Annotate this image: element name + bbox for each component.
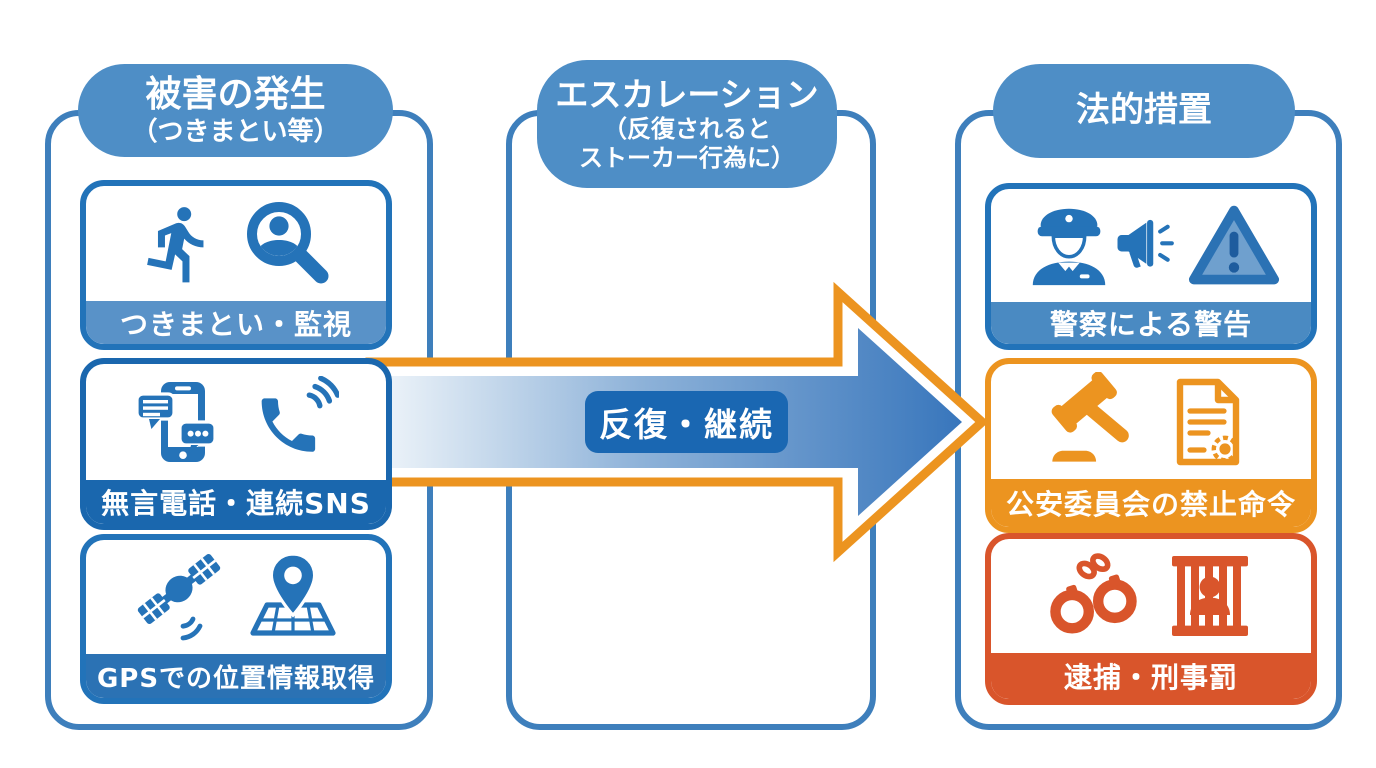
card-label: つきまとい・監視 bbox=[86, 301, 386, 344]
card-police-warning: 警察による警告 bbox=[985, 183, 1317, 350]
card-icon-area bbox=[86, 540, 386, 654]
column-header-escalation: エスカレーション （反復されると ストーカー行為に） bbox=[537, 60, 837, 188]
header-subtitle-line2: ストーカー行為に） bbox=[579, 144, 795, 173]
handcuffs-icon bbox=[1050, 553, 1137, 634]
header-title: エスカレーション bbox=[555, 74, 819, 114]
jail-bars-icon bbox=[1172, 556, 1248, 636]
handset-waves-icon bbox=[261, 376, 339, 452]
header-title: 被害の発生 bbox=[145, 73, 326, 115]
megaphone-icon bbox=[1117, 219, 1174, 268]
card-icon-area bbox=[991, 189, 1311, 302]
card-arrest-punishment: 逮捕・刑事罰 bbox=[985, 533, 1317, 705]
document-seal-icon bbox=[1176, 378, 1240, 465]
card-tsukimatoi: つきまとい・監視 bbox=[80, 180, 392, 350]
card-label: 公安委員会の禁止命令 bbox=[991, 479, 1311, 527]
card-icon-area bbox=[86, 186, 386, 301]
warning-triangle-icon bbox=[1188, 205, 1280, 284]
column-header-damage: 被害の発生 （つきまとい等） bbox=[78, 64, 393, 157]
card-gps-tracking: GPSでの位置情報取得 bbox=[80, 534, 392, 704]
gavel-icon bbox=[1051, 371, 1129, 462]
arrow-label: 反復・継続 bbox=[585, 391, 788, 453]
header-title: 法的措置 bbox=[1076, 90, 1212, 131]
column-header-legal: 法的措置 bbox=[993, 64, 1295, 158]
police-officer-icon bbox=[1032, 208, 1106, 285]
card-label: 無言電話・連続SNS bbox=[86, 480, 386, 524]
map-pin-icon bbox=[250, 552, 336, 636]
card-label: 警察による警告 bbox=[991, 302, 1311, 344]
card-prohibition-order: 公安委員会の禁止命令 bbox=[985, 358, 1317, 533]
header-subtitle: （つきまとい等） bbox=[131, 116, 340, 147]
card-icon-area bbox=[991, 364, 1311, 479]
card-icon-area bbox=[991, 539, 1311, 653]
card-label: GPSでの位置情報取得 bbox=[86, 654, 386, 698]
card-label: 逮捕・刑事罰 bbox=[991, 653, 1311, 699]
walking-person-icon bbox=[147, 206, 204, 282]
header-subtitle-line1: （反復されると bbox=[603, 114, 771, 143]
card-icon-area bbox=[86, 364, 386, 480]
card-silent-calls: 無言電話・連続SNS bbox=[80, 358, 392, 530]
satellite-icon bbox=[137, 554, 221, 641]
phone-chat-icon bbox=[135, 382, 217, 462]
magnifier-person-icon bbox=[247, 201, 329, 283]
